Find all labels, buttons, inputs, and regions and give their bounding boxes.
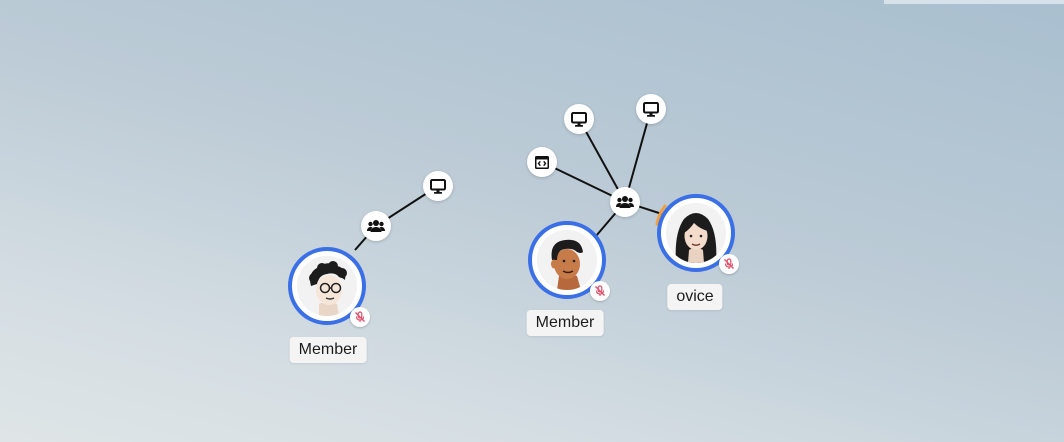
monitor-icon	[571, 111, 587, 127]
mic-status	[719, 254, 739, 274]
mic-status	[350, 307, 370, 327]
user-avatar[interactable]	[528, 221, 610, 301]
muted-mic-icon	[724, 258, 734, 269]
muted-mic-icon	[595, 285, 605, 296]
group-node[interactable]	[361, 211, 391, 241]
group-icon	[616, 196, 634, 208]
monitor-icon	[430, 178, 446, 194]
app-share-node[interactable]	[527, 147, 557, 177]
muted-mic-icon	[355, 311, 365, 322]
group-icon	[367, 220, 385, 232]
screen-share-node[interactable]	[564, 104, 594, 134]
group-node[interactable]	[610, 187, 640, 217]
user-name-label: Member	[289, 337, 367, 363]
dark-hair-person-icon	[537, 230, 597, 290]
top-edge-highlight	[884, 0, 1064, 4]
long-hair-person-icon	[666, 203, 726, 263]
monitor-icon	[643, 101, 659, 117]
screen-share-node[interactable]	[636, 94, 666, 124]
user-name-label: Member	[526, 310, 604, 336]
screen-share-node[interactable]	[423, 171, 453, 201]
user-avatar[interactable]	[655, 194, 739, 274]
code-window-icon	[535, 155, 549, 169]
user-avatar[interactable]	[288, 247, 370, 327]
curly-hair-glasses-person-icon	[297, 256, 357, 316]
user-name-label: ovice	[667, 284, 723, 310]
mic-status	[590, 281, 610, 301]
connector-line	[624, 108, 652, 203]
